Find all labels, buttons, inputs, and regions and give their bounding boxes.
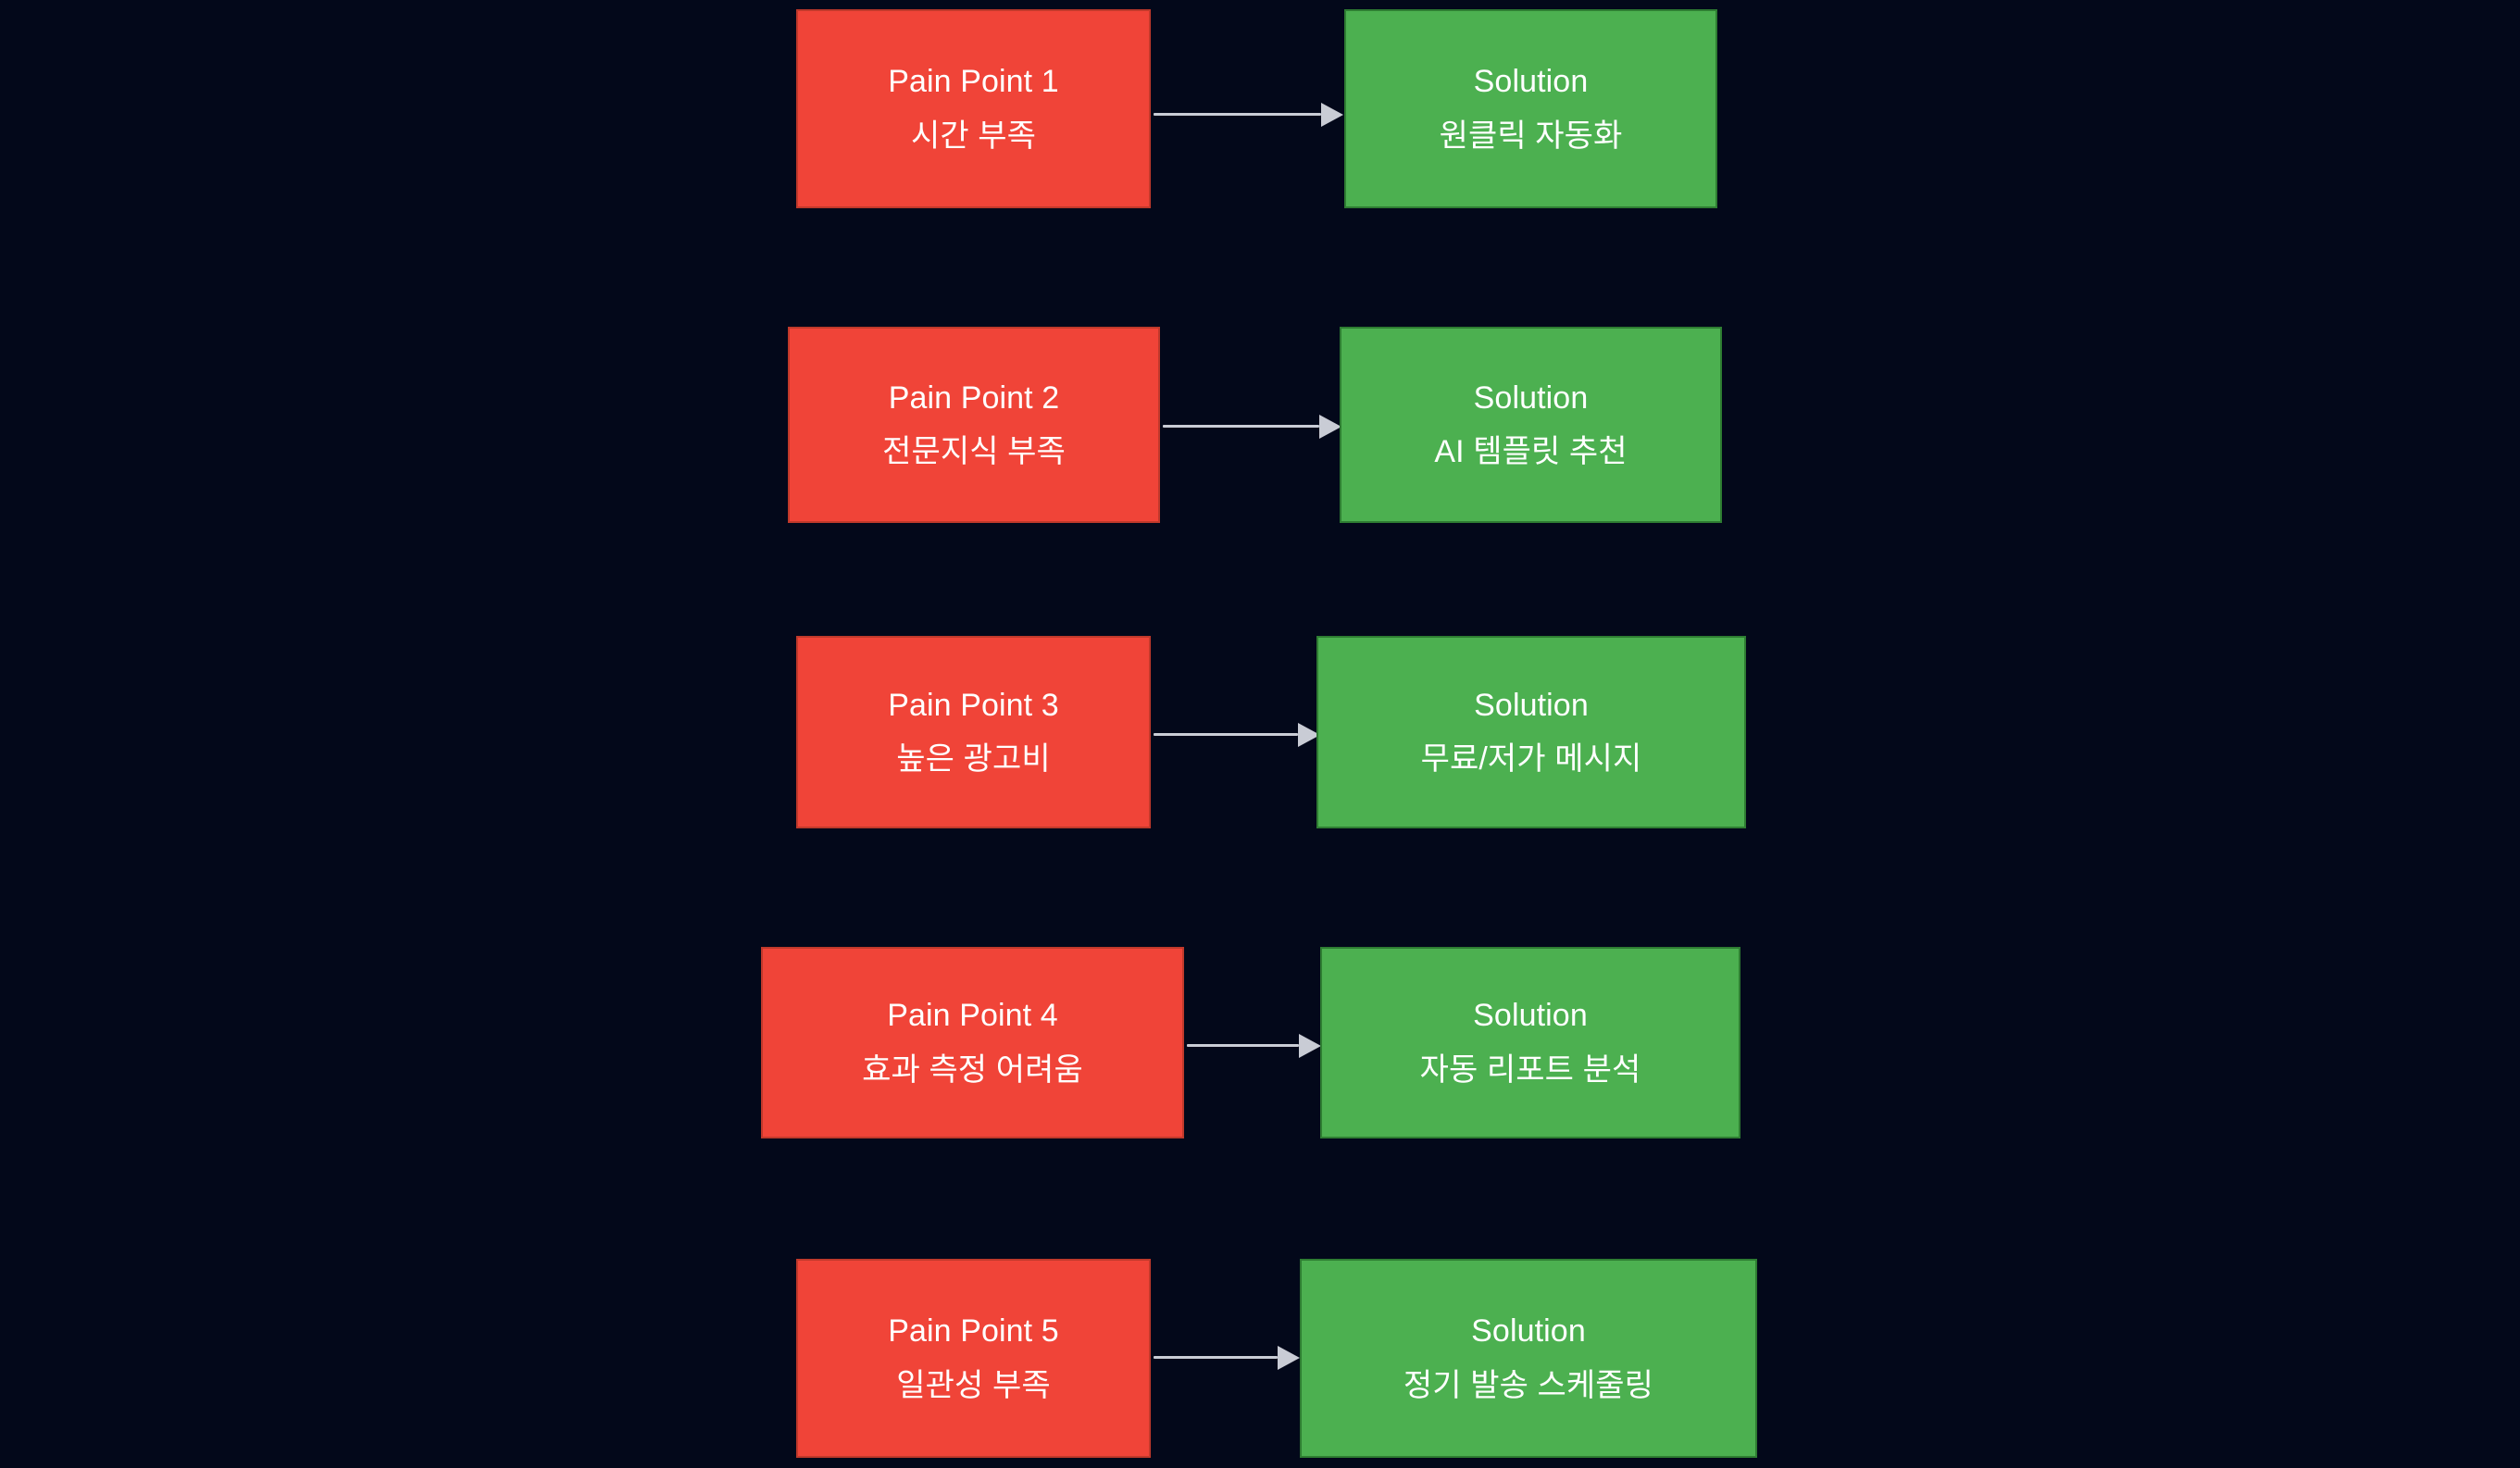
solution-node-4-title: Solution [1473,998,1588,1034]
arrow-shaft-5 [1154,1356,1278,1359]
arrow-head-5 [1278,1346,1300,1370]
solution-node-1-detail: 원클릭 자동화 [1439,118,1623,154]
pain-point-node-2-detail: 전문지식 부족 [882,434,1066,469]
arrow-shaft-4 [1187,1044,1299,1047]
pain-point-node-1-detail: 시간 부족 [910,118,1037,154]
solution-node-2[interactable]: Solution AI 템플릿 추천 [1340,327,1722,523]
pain-point-node-1[interactable]: Pain Point 1 시간 부족 [796,9,1151,208]
solution-node-3-title: Solution [1474,687,1589,723]
pain-point-node-2[interactable]: Pain Point 2 전문지식 부족 [788,327,1160,523]
solution-node-4-detail: 자동 리포트 분석 [1419,1051,1641,1088]
arrow-head-4 [1299,1034,1321,1058]
pain-point-node-5-detail: 일관성 부족 [896,1367,1051,1403]
solution-node-3[interactable]: Solution 무료/저가 메시지 [1316,636,1746,828]
solution-node-2-title: Solution [1473,379,1589,416]
pain-point-node-4-detail: 효과 측정 어려움 [862,1051,1083,1088]
solution-node-1[interactable]: Solution 원클릭 자동화 [1344,9,1717,208]
solution-node-4[interactable]: Solution 자동 리포트 분석 [1320,947,1740,1138]
solution-node-2-detail: AI 템플릿 추천 [1434,434,1628,469]
solution-node-1-title: Solution [1473,64,1589,100]
pain-point-node-5[interactable]: Pain Point 5 일관성 부족 [796,1259,1151,1458]
arrow-shaft-1 [1154,113,1321,116]
pain-point-node-4-title: Pain Point 4 [887,998,1058,1034]
pain-point-node-1-title: Pain Point 1 [888,64,1059,100]
solution-node-5-detail: 정기 발송 스케줄링 [1403,1367,1654,1403]
arrow-head-2 [1319,415,1341,439]
arrow-shaft-3 [1154,733,1298,736]
solution-node-5-title: Solution [1471,1313,1586,1350]
arrow-head-1 [1321,103,1343,127]
solution-node-3-detail: 무료/저가 메시지 [1420,741,1642,777]
pain-point-node-4[interactable]: Pain Point 4 효과 측정 어려움 [761,947,1184,1138]
arrow-shaft-2 [1163,425,1319,428]
pain-point-node-3-title: Pain Point 3 [888,687,1059,723]
pain-point-node-3-detail: 높은 광고비 [896,741,1051,777]
solution-node-5[interactable]: Solution 정기 발송 스케줄링 [1300,1259,1757,1458]
pain-point-node-2-title: Pain Point 2 [888,379,1060,416]
pain-point-node-3[interactable]: Pain Point 3 높은 광고비 [796,636,1151,828]
pain-point-node-5-title: Pain Point 5 [888,1313,1059,1350]
